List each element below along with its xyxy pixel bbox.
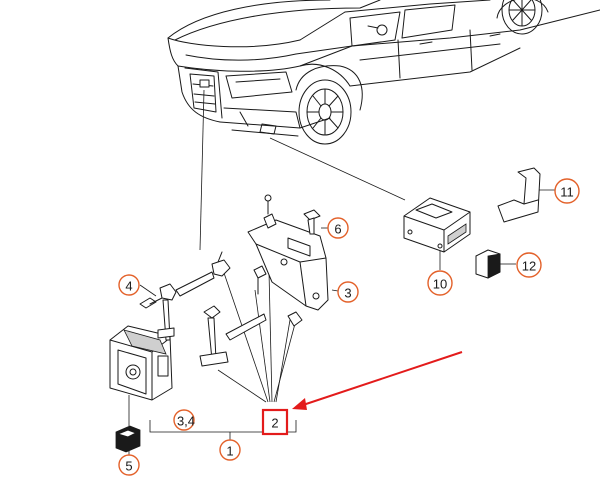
callout-3-4-label: 3,4 — [177, 414, 195, 429]
callout-4-label: 4 — [125, 279, 132, 294]
highlighted-callout-2: 2 — [261, 408, 289, 436]
highlight-box — [261, 408, 289, 436]
red-arrow-icon — [292, 351, 463, 410]
callout-4: 4 — [118, 274, 140, 296]
car-illustration — [167, 0, 600, 145]
callout-12-label: 12 — [522, 259, 536, 274]
callout-11-label: 11 — [560, 185, 574, 200]
screw-part-6 — [303, 209, 321, 235]
callout-6-label: 6 — [334, 222, 341, 237]
connector-part-12 — [475, 249, 501, 279]
bracket-part-11 — [497, 167, 541, 223]
bracket-part-3 — [247, 194, 329, 311]
callout-3-label: 3 — [344, 286, 351, 301]
connector-part-5 — [115, 425, 141, 453]
callout-6: 6 — [327, 217, 349, 239]
callout-5: 5 — [118, 454, 140, 476]
leader-lines — [128, 89, 555, 455]
callout-11: 11 — [554, 178, 580, 204]
callout-10: 10 — [427, 270, 453, 296]
callout-3-4: 3,4 — [173, 409, 195, 431]
control-unit-part-10 — [403, 197, 471, 253]
callout-5-label: 5 — [125, 459, 132, 474]
adjustment-screw-parts — [139, 251, 303, 367]
callout-1: 1 — [219, 439, 241, 461]
callout-10-label: 10 — [433, 277, 447, 292]
distance-sensor-part — [109, 325, 173, 401]
callout-2-label: 2 — [271, 416, 278, 431]
callout-3: 3 — [337, 281, 359, 303]
callout-1-label: 1 — [226, 444, 233, 459]
callout-12: 12 — [516, 252, 542, 278]
